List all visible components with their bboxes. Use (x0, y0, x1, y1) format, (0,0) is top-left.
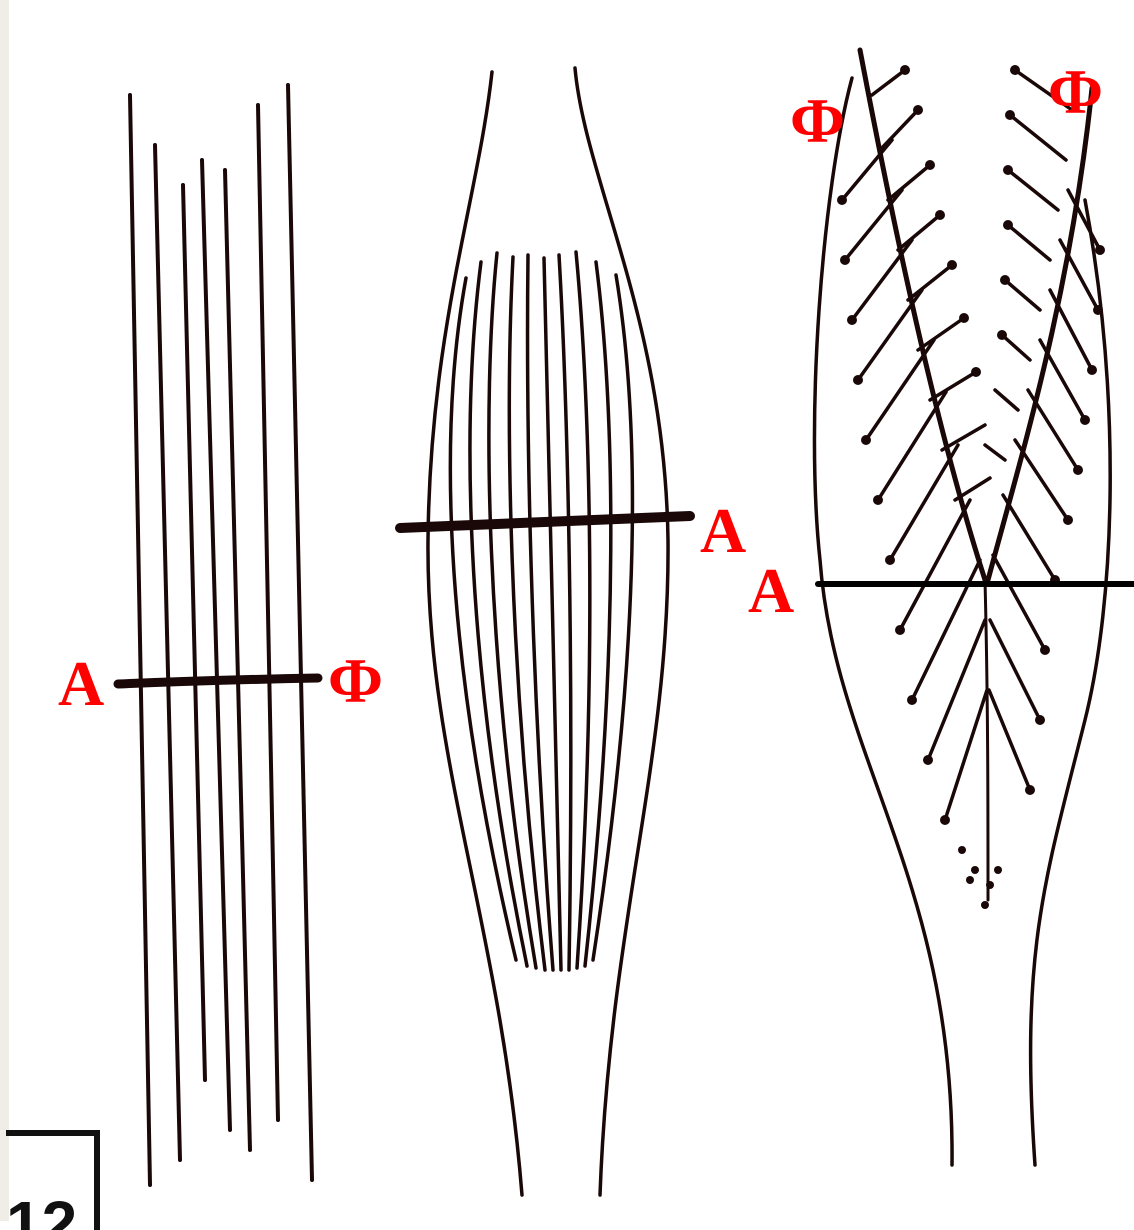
fusiform-muscle-panel (400, 68, 690, 1195)
fiber-line (225, 170, 250, 1150)
label-anatomical-left: А (58, 648, 104, 719)
label-anatomical-pennate: А (748, 555, 794, 626)
fiber-line (258, 105, 278, 1120)
central-tendon (985, 580, 988, 900)
fiber-line (576, 252, 590, 968)
pennate-fibers-left (842, 70, 990, 820)
fiber-line (155, 145, 180, 1160)
fiber-line (202, 160, 230, 1130)
cross-section-line (400, 516, 690, 528)
muscle-outline-left (814, 78, 952, 1165)
label-physiological-top-left: Ф (790, 85, 845, 156)
label-physiological-top-right: Ф (1048, 56, 1103, 127)
cross-section-line (118, 678, 318, 684)
figure-number-box: 12 (6, 1130, 100, 1230)
muscle-outline-left (428, 72, 522, 1195)
label-anatomical-fusiform: А (700, 495, 746, 566)
fiber-line (183, 185, 205, 1080)
fiber-line (559, 255, 571, 970)
parallel-muscle-panel (118, 85, 318, 1185)
figure-number: 12 (6, 1192, 77, 1230)
bipennate-muscle-panel (814, 50, 1134, 1165)
fiber-line (288, 85, 312, 1180)
label-physiological-right: Ф (328, 645, 383, 716)
fiber-line (593, 275, 632, 960)
fiber-line (130, 95, 150, 1185)
